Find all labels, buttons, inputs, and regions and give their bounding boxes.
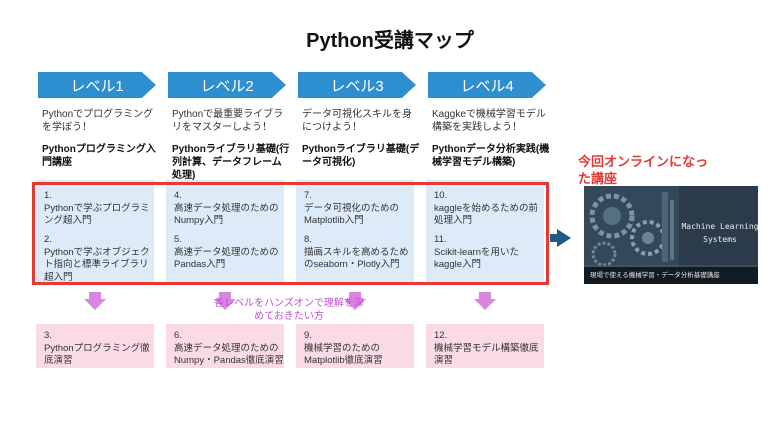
lesson-number: 2. [44,234,52,245]
lesson-11[interactable]: 11. Scikit-learnを用いたkaggle入門 [434,234,544,272]
down-arrow-icon [214,299,236,310]
lesson-5[interactable]: 5. 高速データ処理のためのPandas入門 [174,234,284,272]
down-arrow-icon [84,299,106,310]
lesson-8[interactable]: 8. 描画スキルを高めるためのseaborn・Plotly入門 [304,234,414,272]
down-arrow-icon [474,299,496,310]
practice-number: 9. [304,330,312,341]
lesson-title: データ可視化のためのMatplotlib入門 [304,202,400,227]
lesson-number: 5. [174,234,182,245]
practice-title: Pythonプログラミング徹底演習 [44,342,150,367]
practice-title: 高速データ処理のためのNumpy・Pandas徹底演習 [174,342,284,367]
level-4-description: Kaggkeで機械学習モデル構築を実践しよう！ [432,109,546,133]
practice-number: 6. [174,330,182,341]
lesson-title: kaggleを始めるための前処理入門 [434,202,538,227]
level-2-course-title: Pythonライブラリ基礎(行列計算、データフレーム処理) [172,144,290,181]
level-1-header: レベル1 [38,72,156,98]
down-arrow-stem [479,292,491,300]
online-courses-highlight-frame [32,182,549,285]
lesson-number: 11. [434,234,447,245]
practice-course-3[interactable]: 3. Pythonプログラミング徹底演習 [36,324,154,368]
practice-title: 機械学習モデル構築徹底演習 [434,342,539,367]
level-4-course-title: Pythonデータ分析実践(機械学習モデル構築) [432,144,550,168]
handson-note: 各レベルをハンズオンで理解を深めておきたい方 [214,298,364,322]
lesson-10[interactable]: 10. kaggleを始めるための前処理入門 [434,190,544,228]
practice-course-9[interactable]: 9. 機械学習のためのMatplotlib徹底演習 [296,324,414,368]
lesson-7[interactable]: 7. データ可視化のためのMatplotlib入門 [304,190,414,228]
lesson-title: 描画スキルを高めるためのseaborn・Plotly入門 [304,246,409,271]
practice-course-6[interactable]: 6. 高速データ処理のためのNumpy・Pandas徹底演習 [166,324,284,368]
practice-number: 3. [44,330,52,341]
level-3-header: レベル3 [298,72,416,98]
level-4-header: レベル4 [428,72,546,98]
level-3-description: データ可視化スキルを身につけよう！ [302,109,412,133]
right-arrow-stem [550,234,558,242]
practice-number: 12. [434,330,448,341]
level-2-lessons: 4. 高速データ処理のためのNumpy入門 5. 高速データ処理のためのPand… [166,180,284,282]
down-arrow-icon [344,299,366,310]
lesson-number: 4. [174,190,182,201]
lesson-title: Scikit-learnを用いたkaggle入門 [434,246,519,271]
level-4-lessons: 10. kaggleを始めるための前処理入門 11. Scikit-learnを… [426,180,544,282]
practice-title: 機械学習のためのMatplotlib徹底演習 [304,342,383,367]
level-1-description: Pythonでプログラミングを学ぼう！ [42,109,154,133]
down-arrow-stem [219,292,231,300]
level-2-header: レベル2 [168,72,286,98]
practice-course-12[interactable]: 12. 機械学習モデル構築徹底演習 [426,324,544,368]
lesson-title: Pythonで学ぶプログラミング超入門 [44,202,150,227]
lesson-number: 10. [434,190,448,201]
level-3-course-title: Pythonライブラリ基礎(データ可視化) [302,144,420,168]
banner-caption: 現場で使える機械学習・データ分析基礎講座 [584,267,758,284]
online-courses-label: 今回オンラインになった講座 [578,154,709,186]
lesson-number: 7. [304,190,312,201]
down-arrow-stem [89,292,101,300]
level-2-description: Pythonで最重要ライブラリをマスターしよう！ [172,109,284,133]
online-course-banner[interactable]: Machine Learning Systems 現場で使える機械学習・データ分… [584,186,758,284]
level-3-lessons: 7. データ可視化のためのMatplotlib入門 8. 描画スキルを高めるため… [296,180,414,282]
lesson-4[interactable]: 4. 高速データ処理のためのNumpy入門 [174,190,284,228]
lesson-1[interactable]: 1. Pythonで学ぶプログラミング超入門 [44,190,154,228]
page-title: Python受講マップ [306,30,474,52]
banner-title: Machine Learning Systems [681,222,758,244]
lesson-number: 1. [44,190,52,201]
lesson-2[interactable]: 2. Pythonで学ぶオブジェクト指向と標準ライブラリ超入門 [44,234,154,284]
level-1-lessons: 1. Pythonで学ぶプログラミング超入門 2. Pythonで学ぶオブジェク… [36,180,154,284]
lesson-title: 高速データ処理のためのPandas入門 [174,246,279,271]
down-arrow-stem [349,292,361,300]
lesson-number: 8. [304,234,312,245]
lesson-title: 高速データ処理のためのNumpy入門 [174,202,279,227]
lesson-title: Pythonで学ぶオブジェクト指向と標準ライブラリ超入門 [44,246,150,283]
right-arrow-icon [557,229,571,247]
level-1-course-title: Pythonプログラミング入門講座 [42,144,156,168]
